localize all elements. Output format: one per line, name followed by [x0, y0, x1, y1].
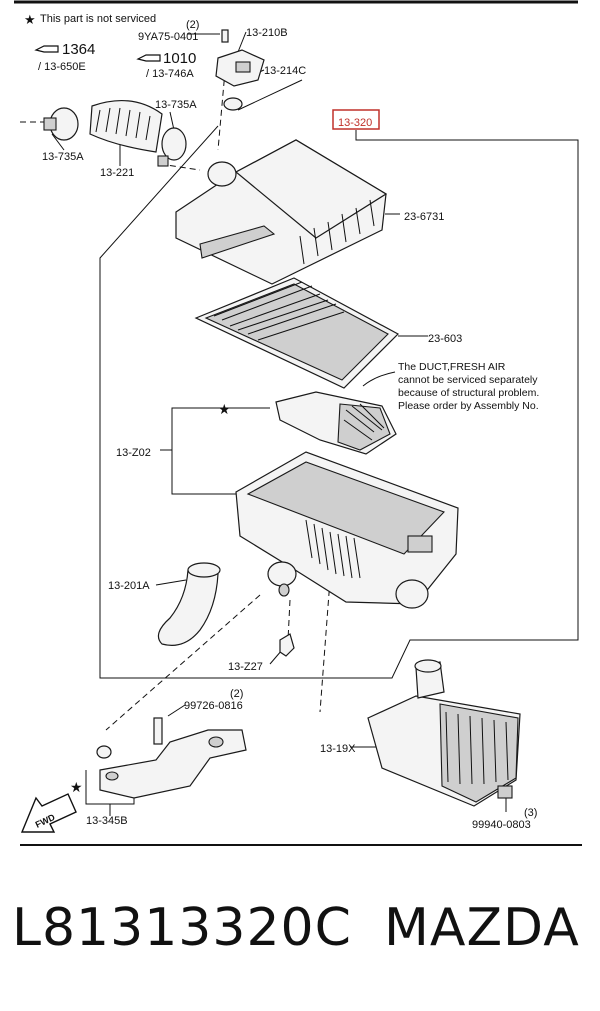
- note-line-1: The DUCT,FRESH AIR: [398, 361, 506, 373]
- assembly-outline: [99, 125, 579, 679]
- ref-1010-sub: / 13-746A: [146, 68, 194, 80]
- highlight-box: [332, 109, 380, 130]
- label-99940-qty: (3): [524, 807, 537, 819]
- fresh-air-duct: [275, 391, 397, 455]
- air-cleaner-cover: [175, 139, 388, 285]
- ref-1364: 1364 / 13-650E: [34, 41, 95, 73]
- grommet: [267, 561, 297, 597]
- label-99726: 99726-0816: [184, 700, 243, 712]
- label-13-735a-left: 13-735A: [42, 151, 84, 163]
- note-line-4: Please order by Assembly No.: [398, 400, 539, 412]
- label-13-z02: 13-Z02: [116, 447, 151, 459]
- ref-1010-main: 1010: [163, 50, 196, 67]
- label-23-6731: 23-6731: [404, 211, 444, 223]
- label-9ya75-qty: (2): [186, 19, 199, 31]
- clip: [279, 633, 295, 657]
- intake-hose: [43, 100, 187, 167]
- label-9ya75: 9YA75-0401: [138, 31, 198, 43]
- label-13-735a-top: 13-735A: [155, 99, 197, 111]
- legend-text: This part is not serviced: [40, 13, 156, 25]
- label-13-210b: 13-210B: [246, 27, 288, 39]
- hand-pointer-icon: [136, 54, 161, 62]
- ref-1364-sub: / 13-650E: [38, 61, 86, 73]
- fwd-arrow-icon: FWD: [20, 793, 77, 833]
- label-99726-qty: (2): [230, 688, 243, 700]
- air-flow-sensor: [215, 29, 265, 111]
- hand-pointer-icon: [34, 45, 59, 53]
- brand-name: MAZDA: [384, 898, 580, 958]
- filter-element: [194, 277, 399, 389]
- note-line-2: cannot be serviced separately: [398, 374, 538, 386]
- star-icon-345b: ★: [70, 779, 83, 795]
- label-13-320: 13-320: [338, 117, 372, 129]
- label-13-201a: 13-201A: [108, 580, 150, 592]
- part-number: L81313320C: [12, 898, 352, 958]
- note-line-3: because of structural problem.: [398, 387, 539, 399]
- label-13-214c: 13-214C: [264, 65, 306, 77]
- air-cleaner-case: [235, 451, 459, 609]
- ref-1364-main: 1364: [62, 41, 95, 58]
- label-13-19x: 13-19X: [320, 743, 356, 755]
- resonator-duct: [157, 562, 221, 646]
- label-13-345b: 13-345B: [86, 815, 128, 827]
- ref-1010: 1010 / 13-746A: [136, 50, 196, 80]
- label-13-z27: 13-Z27: [228, 661, 263, 673]
- parts-diagram: ★ This part is not serviced 1364 / 13-65…: [14, 0, 582, 846]
- label-13-221: 13-221: [100, 167, 134, 179]
- resonator: [367, 659, 521, 807]
- label-99940: 99940-0803: [472, 819, 531, 831]
- star-icon-z02: ★: [218, 401, 231, 417]
- label-23-603: 23-603: [428, 333, 462, 345]
- legend-star-icon: ★: [24, 12, 36, 27]
- bracket: [96, 717, 247, 799]
- note-leader: [362, 371, 396, 387]
